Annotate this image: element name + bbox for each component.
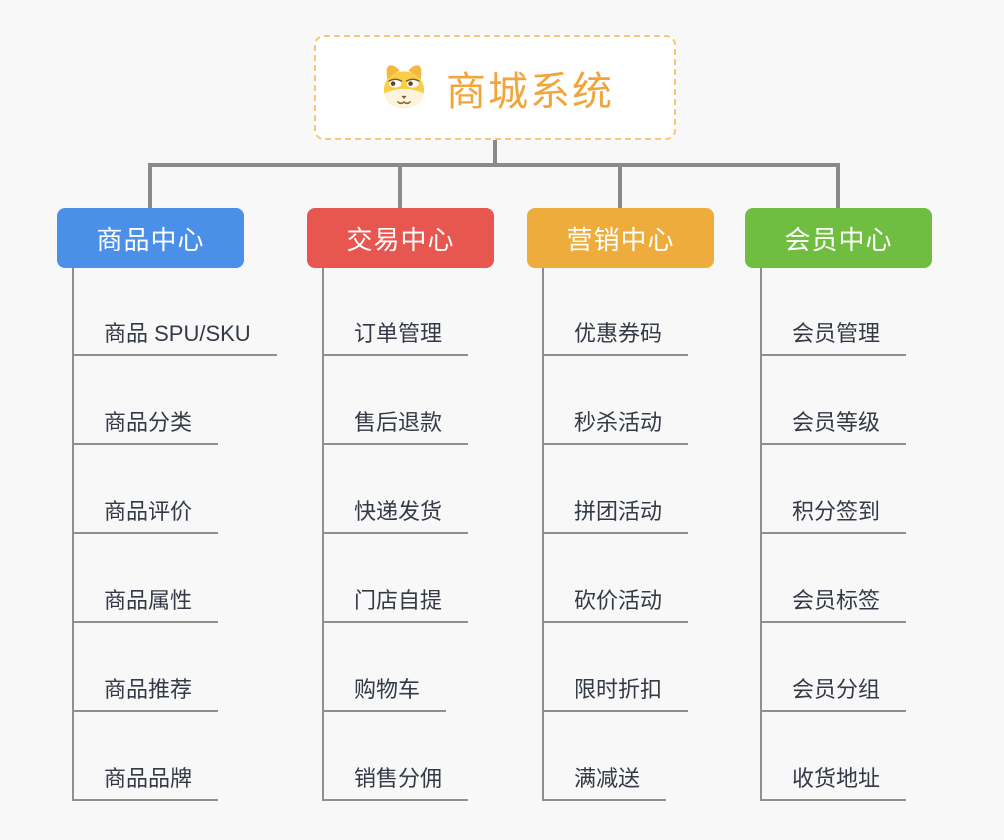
root-node[interactable]: 商城系统	[314, 35, 676, 140]
topic-item[interactable]: 订单管理	[324, 312, 469, 356]
topic-item[interactable]: 积分签到	[762, 490, 907, 534]
branch-label: 会员中心	[784, 224, 893, 255]
topic-item[interactable]: 会员等级	[762, 401, 907, 445]
topic-item[interactable]: 商品分类	[74, 401, 219, 445]
topic-column-product: 商品 SPU/SKU 商品分类 商品评价 商品属性 商品推荐 商品品牌	[72, 268, 277, 801]
shiba-dog-icon	[383, 64, 425, 108]
topic-item[interactable]: 满减送	[544, 757, 667, 801]
topic-column-marketing: 优惠券码 秒杀活动 拼团活动 砍价活动 限时折扣 满减送	[542, 268, 689, 801]
branch-node-marketing-center[interactable]: 营销中心	[527, 208, 714, 268]
topic-item[interactable]: 商品品牌	[74, 757, 219, 801]
topic-item[interactable]: 秒杀活动	[544, 401, 689, 445]
topic-item[interactable]: 会员分组	[762, 668, 907, 712]
branch-label: 营销中心	[566, 224, 675, 255]
branch-node-member-center[interactable]: 会员中心	[745, 208, 932, 268]
topic-item[interactable]: 售后退款	[324, 401, 469, 445]
topic-column-member: 会员管理 会员等级 积分签到 会员标签 会员分组 收货地址	[760, 268, 907, 801]
topic-item[interactable]: 销售分佣	[324, 757, 469, 801]
topic-item[interactable]: 商品评价	[74, 490, 219, 534]
topic-item[interactable]: 购物车	[324, 668, 447, 712]
topic-item[interactable]: 收货地址	[762, 757, 907, 801]
root-title: 商城系统	[446, 69, 614, 114]
topic-item[interactable]: 砍价活动	[544, 579, 689, 623]
topic-item[interactable]: 快递发货	[324, 490, 469, 534]
branch-label: 交易中心	[346, 224, 455, 255]
branch-label: 商品中心	[96, 224, 205, 255]
topic-item[interactable]: 会员标签	[762, 579, 907, 623]
topic-item[interactable]: 商品推荐	[74, 668, 219, 712]
branch-node-product-center[interactable]: 商品中心	[57, 208, 244, 268]
topic-item[interactable]: 门店自提	[324, 579, 469, 623]
topic-item[interactable]: 商品 SPU/SKU	[74, 312, 277, 356]
branch-node-trade-center[interactable]: 交易中心	[307, 208, 494, 268]
topic-column-trade: 订单管理 售后退款 快递发货 门店自提 购物车 销售分佣	[322, 268, 469, 801]
topic-item[interactable]: 商品属性	[74, 579, 219, 623]
topic-item[interactable]: 拼团活动	[544, 490, 689, 534]
topic-item[interactable]: 限时折扣	[544, 668, 689, 712]
topic-item[interactable]: 优惠券码	[544, 312, 689, 356]
topic-item[interactable]: 会员管理	[762, 312, 907, 356]
